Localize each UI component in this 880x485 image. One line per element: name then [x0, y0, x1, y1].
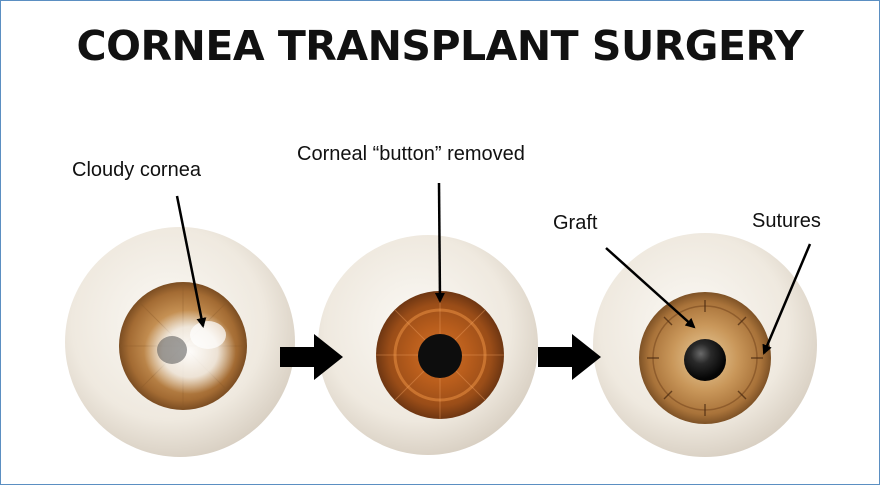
label-button-removed: Corneal “button” removed: [297, 143, 525, 166]
diagram-title: CORNEA TRANSPLANT SURGERY: [0, 22, 880, 70]
eye-cloudy-cornea: [65, 227, 295, 457]
label-sutures: Sutures: [752, 210, 821, 233]
pointer-button-removed: [439, 183, 440, 301]
pupil-3: [684, 339, 726, 381]
eye-button-removed: [318, 235, 538, 455]
pupil-2: [418, 334, 462, 378]
label-graft: Graft: [553, 212, 597, 235]
label-cloudy-cornea: Cloudy cornea: [72, 159, 201, 182]
flow-arrow-2: [538, 334, 601, 380]
